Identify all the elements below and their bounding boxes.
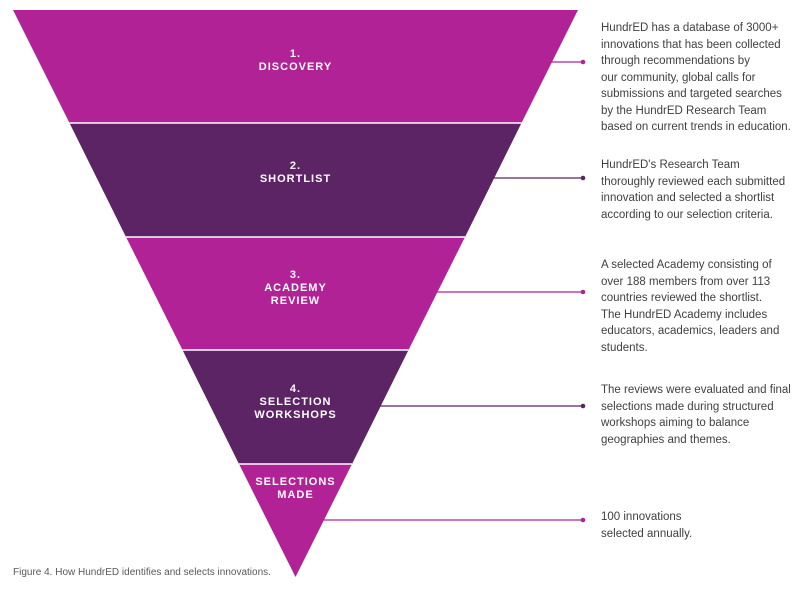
funnel-label-shortlist: 2. SHORTLIST: [259, 160, 332, 185]
connector-dot-shortlist: [580, 175, 586, 181]
funnel-label-selections-made: SELECTIONS MADE: [255, 476, 336, 501]
funnel-segment-shortlist: [69, 123, 522, 237]
description-selection-workshops: The reviews were evaluated and final sel…: [601, 384, 791, 446]
connector-dot-discovery: [580, 59, 586, 65]
description-selections-made: 100 innovations selected annually.: [601, 511, 693, 540]
funnel-segment-discovery: [13, 10, 578, 123]
funnel-label-selection-workshops: 4. SELECTION WORKSHOPS: [254, 383, 337, 421]
funnel-segment-selections-made: [239, 464, 352, 577]
description-academy-review: A selected Academy consisting of over 18…: [601, 259, 780, 354]
connector-dot-selection-workshops: [580, 403, 586, 409]
funnel-segment-selection-workshops: [182, 350, 409, 464]
description-shortlist: HundrED's Research Team thoroughly revie…: [601, 159, 786, 221]
connector-dot-academy-review: [580, 289, 586, 295]
funnel-segment-academy-review: [126, 237, 465, 350]
figure-caption: Figure 4. How HundrED identifies and sel…: [13, 567, 271, 578]
funnel-label-discovery: 1. DISCOVERY: [258, 48, 333, 73]
description-discovery: HundrED has a database of 3000+ innovati…: [601, 22, 791, 133]
connector-dot-selections-made: [580, 517, 586, 523]
funnel-label-academy-review: 3. ACADEMY REVIEW: [264, 269, 327, 307]
